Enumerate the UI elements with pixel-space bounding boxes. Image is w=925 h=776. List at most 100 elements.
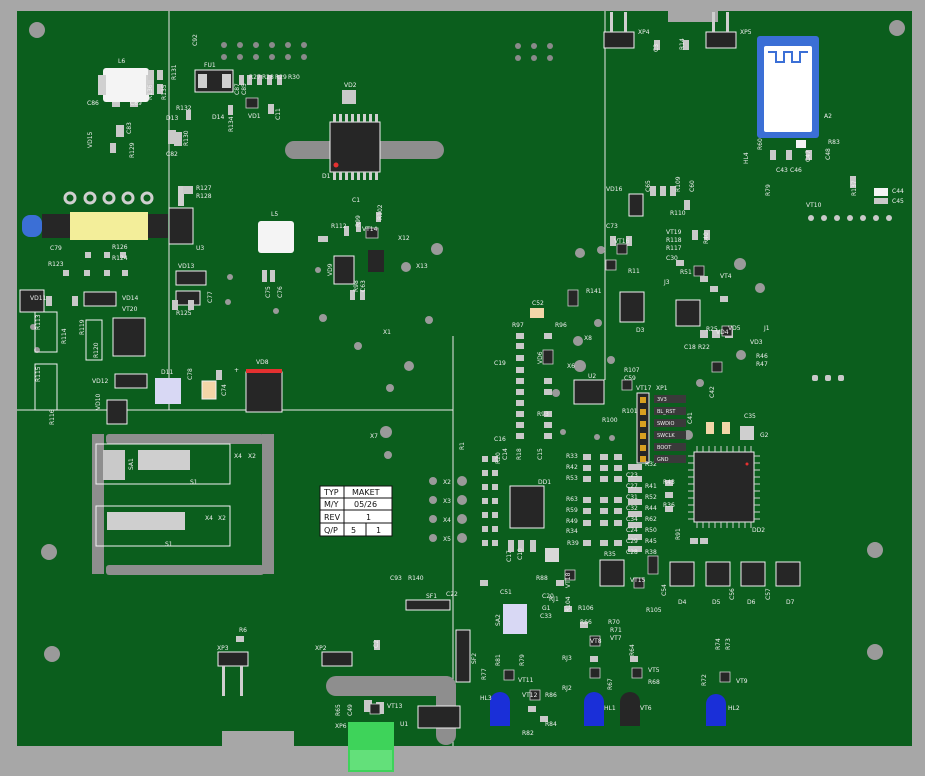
ref-C77: C77 (207, 291, 214, 303)
diode-d11 (155, 378, 181, 404)
cap-black-band (42, 214, 70, 238)
ref-R51: R51 (680, 269, 692, 276)
ref-C60: C60 (689, 180, 696, 192)
ref-C1: C1 (352, 197, 360, 204)
ref-SF1: SF1 (426, 593, 437, 600)
ref-R98: R98 (353, 280, 360, 292)
ref-R20: R20 (495, 452, 502, 464)
pin1-marker (333, 162, 339, 168)
ref-VD6: VD6 (537, 351, 544, 364)
ref-VT19: VT19 (666, 229, 682, 236)
ref-VD1: VD1 (248, 113, 261, 120)
chip-dd1 (509, 485, 545, 529)
ref-R134: R134 (228, 116, 235, 132)
ref-DD1: DD1 (538, 479, 551, 486)
ref-VD15: VD15 (87, 131, 94, 148)
ref-X7: X7 (370, 433, 378, 440)
ref-R18: R18 (516, 448, 523, 460)
ref-R130: R130 (183, 130, 190, 146)
ref-C28: C28 (626, 549, 638, 556)
title-block-typ: TYP (323, 488, 339, 497)
ref-C19: C19 (494, 360, 506, 367)
cap-black-band (148, 214, 168, 238)
ref-VD11: VD11 (30, 295, 47, 302)
xp1-pin-1: 3V3 (657, 397, 667, 403)
ref-C16: C16 (494, 436, 506, 443)
ref-R11: R11 (628, 268, 640, 275)
ref-R49: R49 (566, 518, 578, 525)
xp1-pin-labels: 3V3 BL_RST SWDIO SWCLK BOOT GND (654, 395, 686, 463)
ref-XP4: XP4 (638, 29, 650, 36)
ref-X5: X5 (443, 536, 451, 543)
ref-VT7: VT7 (610, 635, 622, 642)
ref-VD16: VD16 (606, 186, 623, 193)
ref-C73: C73 (606, 223, 618, 230)
diode-vd2 (342, 90, 356, 104)
chip-dd2 (693, 451, 755, 523)
ref-VT4: VT4 (720, 273, 732, 280)
fuse-pad (198, 74, 207, 88)
ref-C54: C54 (661, 584, 668, 596)
ref-C41: C41 (687, 412, 694, 424)
ref-R41: R41 (645, 483, 657, 490)
chip-u3-tab (178, 186, 184, 206)
ref-R65: R65 (335, 704, 342, 716)
ref-VT16: VT16 (614, 238, 630, 245)
inductor-l6 (103, 68, 149, 102)
ref-R97: R97 (512, 322, 524, 329)
left-components (19, 250, 384, 425)
ref-R66: R66 (580, 619, 592, 626)
ref-C47: C47 (805, 150, 812, 162)
ref-XP3: XP3 (217, 645, 229, 652)
switch-sa2 (503, 604, 527, 634)
ref-VT6: VT6 (640, 705, 652, 712)
ref-S1-2: S1 (165, 541, 173, 548)
ref-SA2: SA2 (495, 614, 502, 626)
ref-C27: C27 (626, 483, 638, 490)
xp1-header (636, 392, 650, 464)
ref-C75: C75 (265, 286, 272, 298)
ref-R47: R47 (756, 361, 768, 368)
pad-row-right (808, 215, 892, 381)
ref-VT17: VT17 (636, 385, 652, 392)
ref-C33: C33 (540, 613, 552, 620)
ref-R128: R128 (196, 193, 212, 200)
capacitor-c79 (70, 212, 148, 240)
switch-sa1 (92, 434, 274, 575)
ref-VD14: VD14 (122, 295, 139, 302)
title-block (319, 485, 393, 537)
ref-R42: R42 (566, 464, 578, 471)
ref-DD2: DD2 (752, 527, 765, 534)
ref-D4: D4 (678, 599, 687, 606)
ref-RJ3: RJ3 (562, 655, 572, 662)
ref-D7: D7 (786, 599, 795, 606)
board-notch-top (668, 0, 718, 22)
ref-D11: D11 (161, 369, 173, 376)
title-block-rev-value: 1 (366, 513, 371, 522)
ref-R67: R67 (607, 678, 614, 690)
ref-R68: R68 (648, 679, 660, 686)
ref-C11: C11 (275, 108, 282, 120)
ref-HL3: HL3 (480, 695, 492, 702)
title-block-text: TYP MAKET M/Y 05/26 REV 1 Q/P 5 1 (323, 488, 381, 535)
ref-RJ2: RJ2 (562, 685, 572, 692)
ref-R25: R25 (706, 326, 718, 333)
title-block-qp-value-1: 5 (351, 526, 356, 535)
ref-R28: R28 (262, 74, 274, 81)
ref-HL1: HL1 (604, 705, 616, 712)
ref-C52: C52 (532, 300, 544, 307)
ref-XP6: XP6 (335, 723, 347, 730)
ref-C59: C59 (624, 375, 636, 382)
ref-R64: R64 (629, 644, 636, 656)
xp1-pin-5: BOOT (657, 445, 672, 451)
ref-C18: C18 (684, 344, 696, 351)
ref-C93: C93 (390, 575, 402, 582)
ref-R137: R137 (851, 180, 858, 196)
ref-VD8: VD8 (256, 359, 269, 366)
ref-C89: C89 (130, 100, 142, 107)
ref-R129: R129 (129, 142, 136, 158)
ref-D5: D5 (712, 599, 721, 606)
title-block-rev-label: REV (324, 513, 341, 522)
ref-HL2: HL2 (728, 705, 740, 712)
ref-R106: R106 (578, 605, 594, 612)
